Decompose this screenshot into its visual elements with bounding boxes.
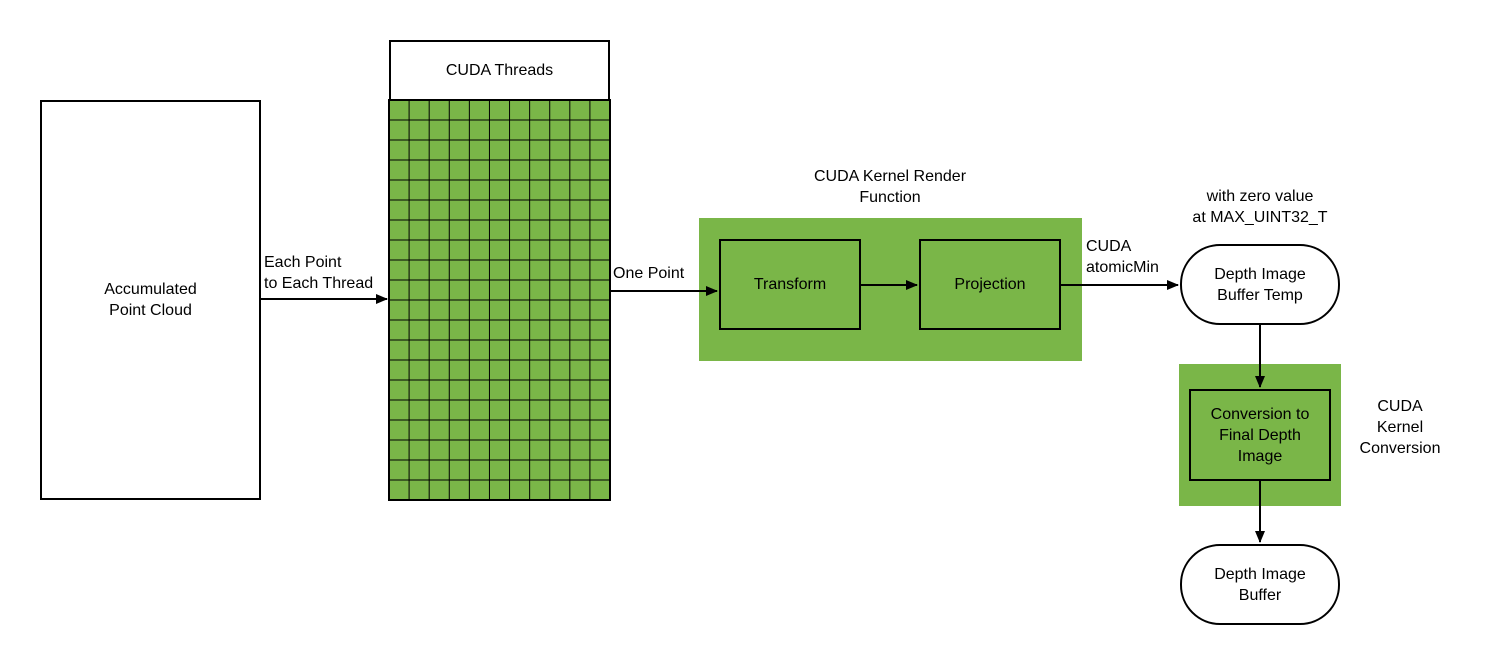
conversion-label: Conversion to Final Depth Image <box>1210 405 1310 465</box>
depth-buffer-label: Depth Image Buffer <box>1214 565 1306 604</box>
edge-label-one-point: One Point <box>613 265 685 282</box>
depth-buffer-node: Depth Image Buffer <box>1180 544 1340 625</box>
edge-label-each-point: Each Point to Each Thread <box>264 254 374 292</box>
projection-label: Projection <box>954 276 1026 293</box>
depth-buffer-temp-label: Depth Image Buffer Temp <box>1214 265 1306 304</box>
cuda-threads-label: CUDA Threads <box>445 62 554 79</box>
point-cloud-node: Accumulated Point Cloud <box>40 100 261 500</box>
transform-node: Transform <box>719 239 861 330</box>
edge-label-atomic-min: CUDA atomicMin <box>1086 238 1159 276</box>
depth-buffer-temp-note: with zero value at MAX_UINT32_T <box>1192 188 1328 226</box>
kernel-conversion-title: CUDA Kernel Conversion <box>1359 398 1441 457</box>
conversion-node: Conversion to Final Depth Image <box>1189 389 1331 481</box>
cuda-threads-header: CUDA Threads <box>389 40 610 101</box>
kernel-render-title: CUDA Kernel Render Function <box>813 168 967 206</box>
projection-node: Projection <box>919 239 1061 330</box>
transform-label: Transform <box>753 276 827 293</box>
point-cloud-label: Accumulated Point Cloud <box>104 281 197 319</box>
depth-buffer-temp-node: Depth Image Buffer Temp <box>1180 244 1340 325</box>
